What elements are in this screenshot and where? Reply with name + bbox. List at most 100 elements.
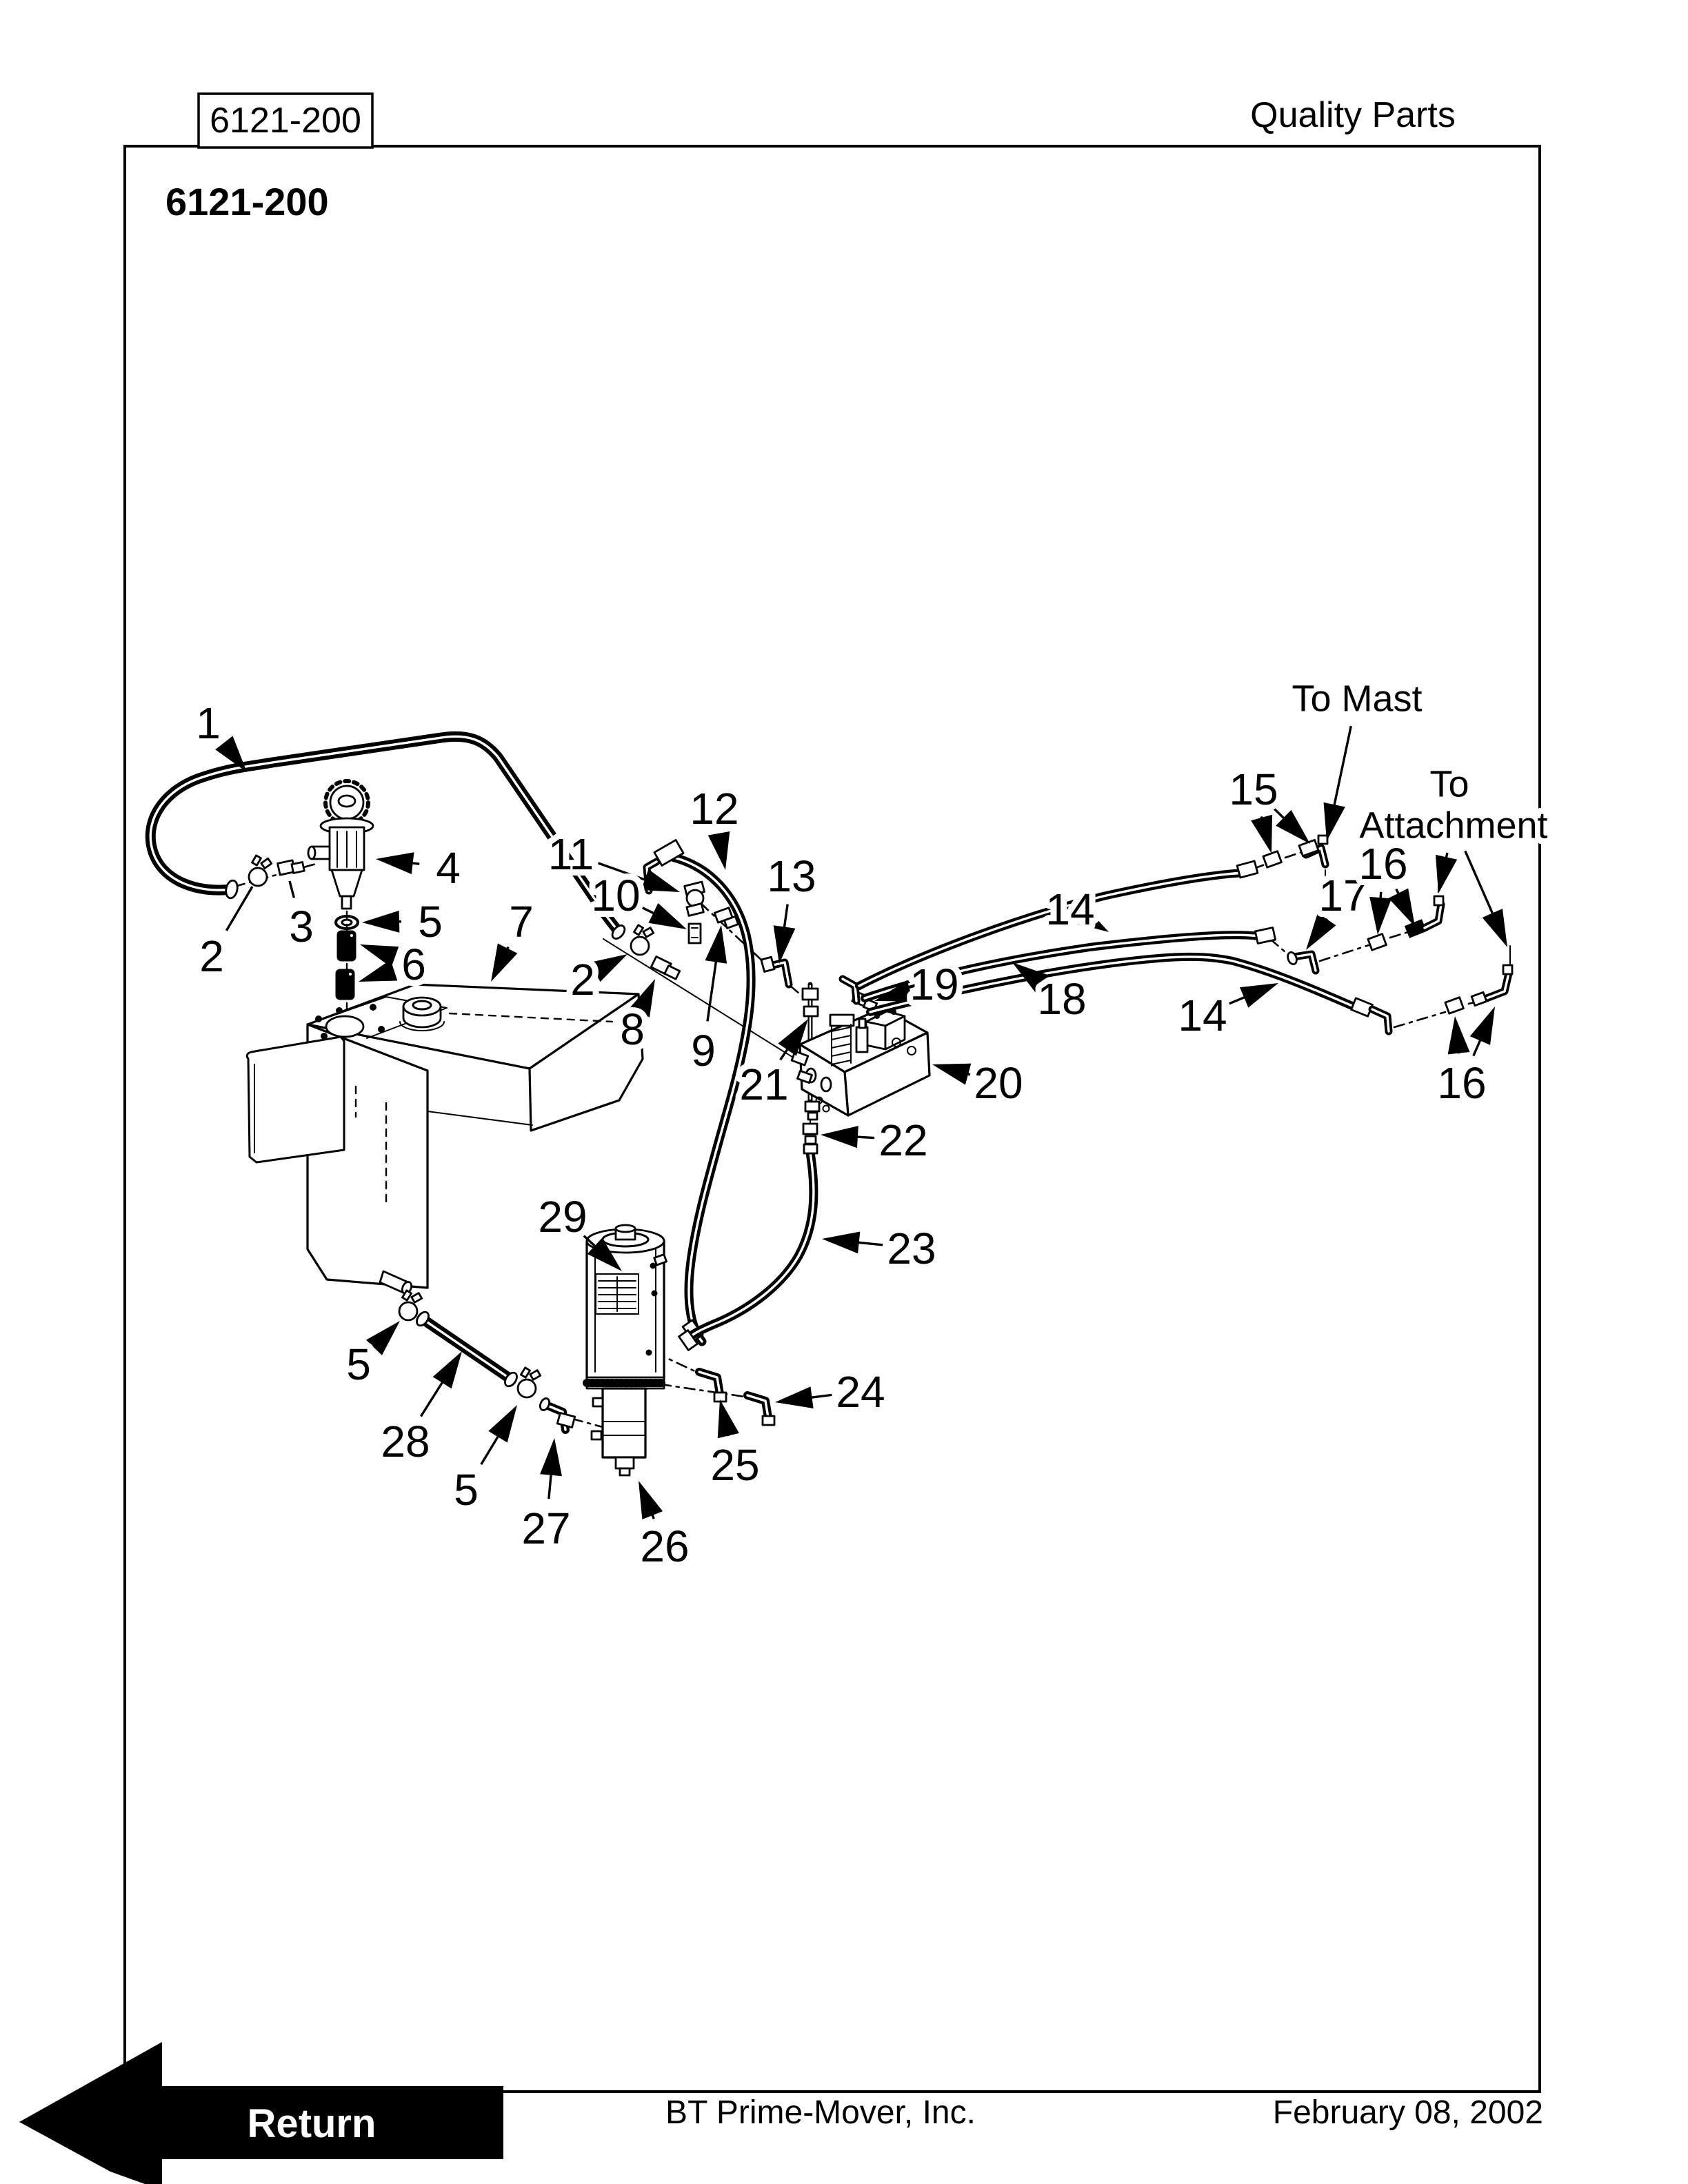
callout-label-19: 19 bbox=[910, 960, 958, 1009]
callout-arrowhead bbox=[1276, 809, 1310, 844]
callout-leader bbox=[598, 862, 650, 882]
callout-leader bbox=[547, 1470, 553, 1499]
return-button-label[interactable]: Return bbox=[248, 2101, 376, 2146]
return-button[interactable]: Return bbox=[19, 2042, 503, 2184]
callout-label-2: 2 bbox=[199, 931, 224, 981]
hose-clamp-5c bbox=[516, 1366, 542, 1399]
callout-label-attachment: Attachment bbox=[1359, 805, 1547, 846]
motor-29 bbox=[583, 1224, 668, 1392]
header: 6121-200 6121-200 Quality Parts bbox=[165, 92, 1456, 223]
callout-label-5: 5 bbox=[454, 1465, 479, 1515]
callout-arrowhead bbox=[432, 1351, 462, 1389]
callout-arrowhead bbox=[488, 1405, 517, 1443]
valve-block-20 bbox=[790, 975, 931, 1145]
callout-arrowhead bbox=[360, 944, 399, 968]
callout-arrowhead bbox=[1012, 962, 1049, 993]
hose-clamp-2a bbox=[248, 854, 273, 887]
callout-leader bbox=[1332, 725, 1352, 809]
callout-arrowhead bbox=[491, 943, 518, 982]
callout-label-7: 7 bbox=[509, 897, 534, 947]
pump-26 bbox=[590, 1387, 647, 1477]
hose-12 bbox=[643, 839, 756, 1346]
callout-leader bbox=[706, 958, 718, 1022]
callout-arrowhead bbox=[707, 831, 730, 870]
callout-label-12: 12 bbox=[690, 784, 738, 833]
footer-date: February 08, 2002 bbox=[1273, 2094, 1543, 2131]
callout-arrowhead bbox=[1071, 903, 1109, 932]
callout-label-18: 18 bbox=[1037, 974, 1086, 1024]
callout-arrowhead bbox=[1323, 802, 1345, 841]
callout-label-24: 24 bbox=[836, 1367, 885, 1417]
callout-arrowhead bbox=[778, 1019, 808, 1056]
callout-label-2: 2 bbox=[570, 955, 595, 1004]
callout-label-3: 3 bbox=[289, 902, 314, 951]
callout-arrowhead bbox=[1435, 854, 1458, 893]
hose-18 bbox=[861, 927, 1276, 1002]
callout-arrowhead bbox=[821, 1126, 858, 1149]
callout-label-16: 16 bbox=[1437, 1058, 1486, 1108]
hose-14-bottom bbox=[866, 952, 1393, 1035]
elbow-24 bbox=[743, 1391, 776, 1426]
callout-label-28: 28 bbox=[381, 1417, 430, 1466]
return-arrow-icon[interactable] bbox=[19, 2042, 503, 2184]
callout-label-to: To bbox=[1429, 763, 1469, 805]
callout-label-29: 29 bbox=[538, 1192, 587, 1242]
callout-label-10: 10 bbox=[591, 871, 640, 920]
callout-leader bbox=[480, 1433, 501, 1465]
callout-arrowhead bbox=[359, 960, 398, 982]
tank-7 bbox=[245, 983, 644, 1295]
elbow-13 bbox=[760, 956, 793, 989]
hose-28 bbox=[416, 1311, 518, 1388]
callout-arrowhead bbox=[587, 1237, 622, 1271]
callout-arrowhead bbox=[1369, 896, 1392, 935]
callout-arrowhead bbox=[365, 1321, 400, 1355]
callout-label-27: 27 bbox=[521, 1504, 570, 1553]
callout-arrowhead bbox=[1469, 1007, 1495, 1045]
callout-label-11: 11 bbox=[548, 829, 594, 879]
o-ring-5a bbox=[334, 915, 359, 930]
callout-arrowhead bbox=[1251, 814, 1273, 853]
callout-arrowhead bbox=[376, 852, 414, 875]
callout-label-5: 5 bbox=[346, 1339, 371, 1389]
page-code: 6121-200 bbox=[165, 180, 329, 223]
breather-4 bbox=[307, 779, 374, 910]
callout-arrowhead bbox=[362, 910, 400, 933]
callout-arrowhead bbox=[1306, 913, 1336, 950]
callout-label-20: 20 bbox=[974, 1058, 1023, 1108]
footer-company: BT Prime-Mover, Inc. bbox=[665, 2094, 976, 2131]
callout-arrowhead bbox=[1240, 983, 1278, 1008]
callout-leader bbox=[288, 880, 296, 898]
callout-label-25: 25 bbox=[710, 1440, 759, 1490]
callout-arrowhead bbox=[629, 979, 655, 1018]
callout-label-15: 15 bbox=[1229, 765, 1278, 814]
callout-arrowhead bbox=[590, 954, 627, 982]
callout-label-9: 9 bbox=[691, 1026, 716, 1075]
part-number-box bbox=[197, 92, 374, 149]
callout-leader bbox=[783, 904, 789, 931]
callout-label-13: 13 bbox=[767, 851, 816, 901]
attachment-fittings-16-17 bbox=[1287, 895, 1514, 1015]
callout-arrowhead bbox=[639, 1481, 663, 1520]
hose-1 bbox=[145, 731, 626, 940]
hose-clamp-5b bbox=[398, 1289, 423, 1322]
callout-arrowhead bbox=[641, 869, 680, 892]
callout-arrowhead bbox=[1447, 1016, 1470, 1055]
callout-label-16: 16 bbox=[1358, 839, 1407, 889]
callout-arrowhead bbox=[1388, 888, 1415, 927]
callout-leader bbox=[419, 1378, 445, 1417]
callout-label-to-mast: To Mast bbox=[1292, 678, 1422, 719]
fitting-3 bbox=[277, 859, 305, 876]
brand-text: Quality Parts bbox=[1250, 95, 1456, 135]
callout-label-4: 4 bbox=[436, 843, 461, 893]
callout-label-14: 14 bbox=[1178, 991, 1227, 1040]
callout-arrowhead bbox=[705, 925, 727, 964]
callout-label-26: 26 bbox=[640, 1521, 689, 1571]
callout-label-23: 23 bbox=[887, 1224, 936, 1273]
hose-14-top bbox=[855, 860, 1259, 990]
callout-arrowhead bbox=[648, 903, 687, 929]
callout-label-22: 22 bbox=[878, 1115, 927, 1165]
callout-label-8: 8 bbox=[620, 1004, 645, 1054]
callout-leader-lines bbox=[215, 725, 1507, 1520]
